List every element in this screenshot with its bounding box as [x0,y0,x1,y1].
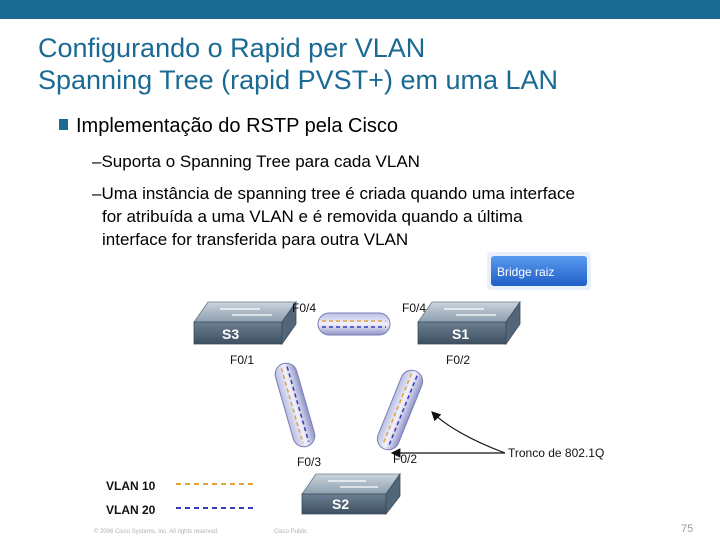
switch-s3: S3 [193,300,297,346]
port-label-s3-f04: F0/4 [292,301,316,315]
link-s3-s2 [274,362,316,448]
page-number: 75 [681,523,694,535]
switch-s2: S2 [301,472,401,516]
switch-s3-label: S3 [222,326,239,342]
trunk-label: Tronco de 802.1Q [508,446,604,460]
root-bridge-callout: Bridge raiz [487,252,591,290]
slide-title-line-2: Spanning Tree (rapid PVST+) em uma LAN [38,65,559,95]
port-label-s1-f04: F0/4 [402,301,426,315]
slide-title: Configurando o Rapid per VLAN Spanning T… [38,32,558,96]
sub-bullet-2-line-3: interface for transferida para outra VLA… [102,230,409,249]
footer-classification: Cisco Public [274,529,308,535]
sub-bullet-2: –Uma instância de spanning tree é criada… [92,182,575,251]
switch-s1-label: S1 [452,326,469,342]
trunk-arrows [390,411,506,458]
sub-bullet-2-line-2: for atribuída a uma VLAN e é removida qu… [102,207,523,226]
main-bullet-text: Implementação do RSTP pela Cisco [76,115,399,137]
switch-s1: S1 [417,300,521,346]
port-label-s1-f02: F0/2 [446,353,470,367]
slide-title-line-1: Configurando o Rapid per VLAN [38,33,426,63]
legend-vlan20-label: VLAN 20 [106,503,156,517]
root-bridge-label: Bridge raiz [497,265,554,279]
link-s1-s2 [376,369,424,451]
sub-bullet-1: –Suporta o Spanning Tree para cada VLAN [92,152,420,171]
sub-bullet-2-line-1: –Uma instância de spanning tree é criada… [92,184,575,203]
square-bullet-icon [59,119,68,130]
footer-copyright: © 2006 Cisco Systems, Inc. All rights re… [94,529,219,535]
port-label-s2-f03: F0/3 [297,455,321,469]
port-label-s2-f02: F0/2 [393,452,417,466]
trunk-arrow-to-s1-link [431,411,506,454]
legend-vlan10-label: VLAN 10 [106,479,156,493]
switch-s2-label: S2 [332,496,349,512]
port-label-s3-f01: F0/1 [230,353,254,367]
top-header-bar [0,0,720,19]
vlan-legend: VLAN 10 VLAN 20 [106,479,256,517]
link-s3-s1 [317,312,391,336]
